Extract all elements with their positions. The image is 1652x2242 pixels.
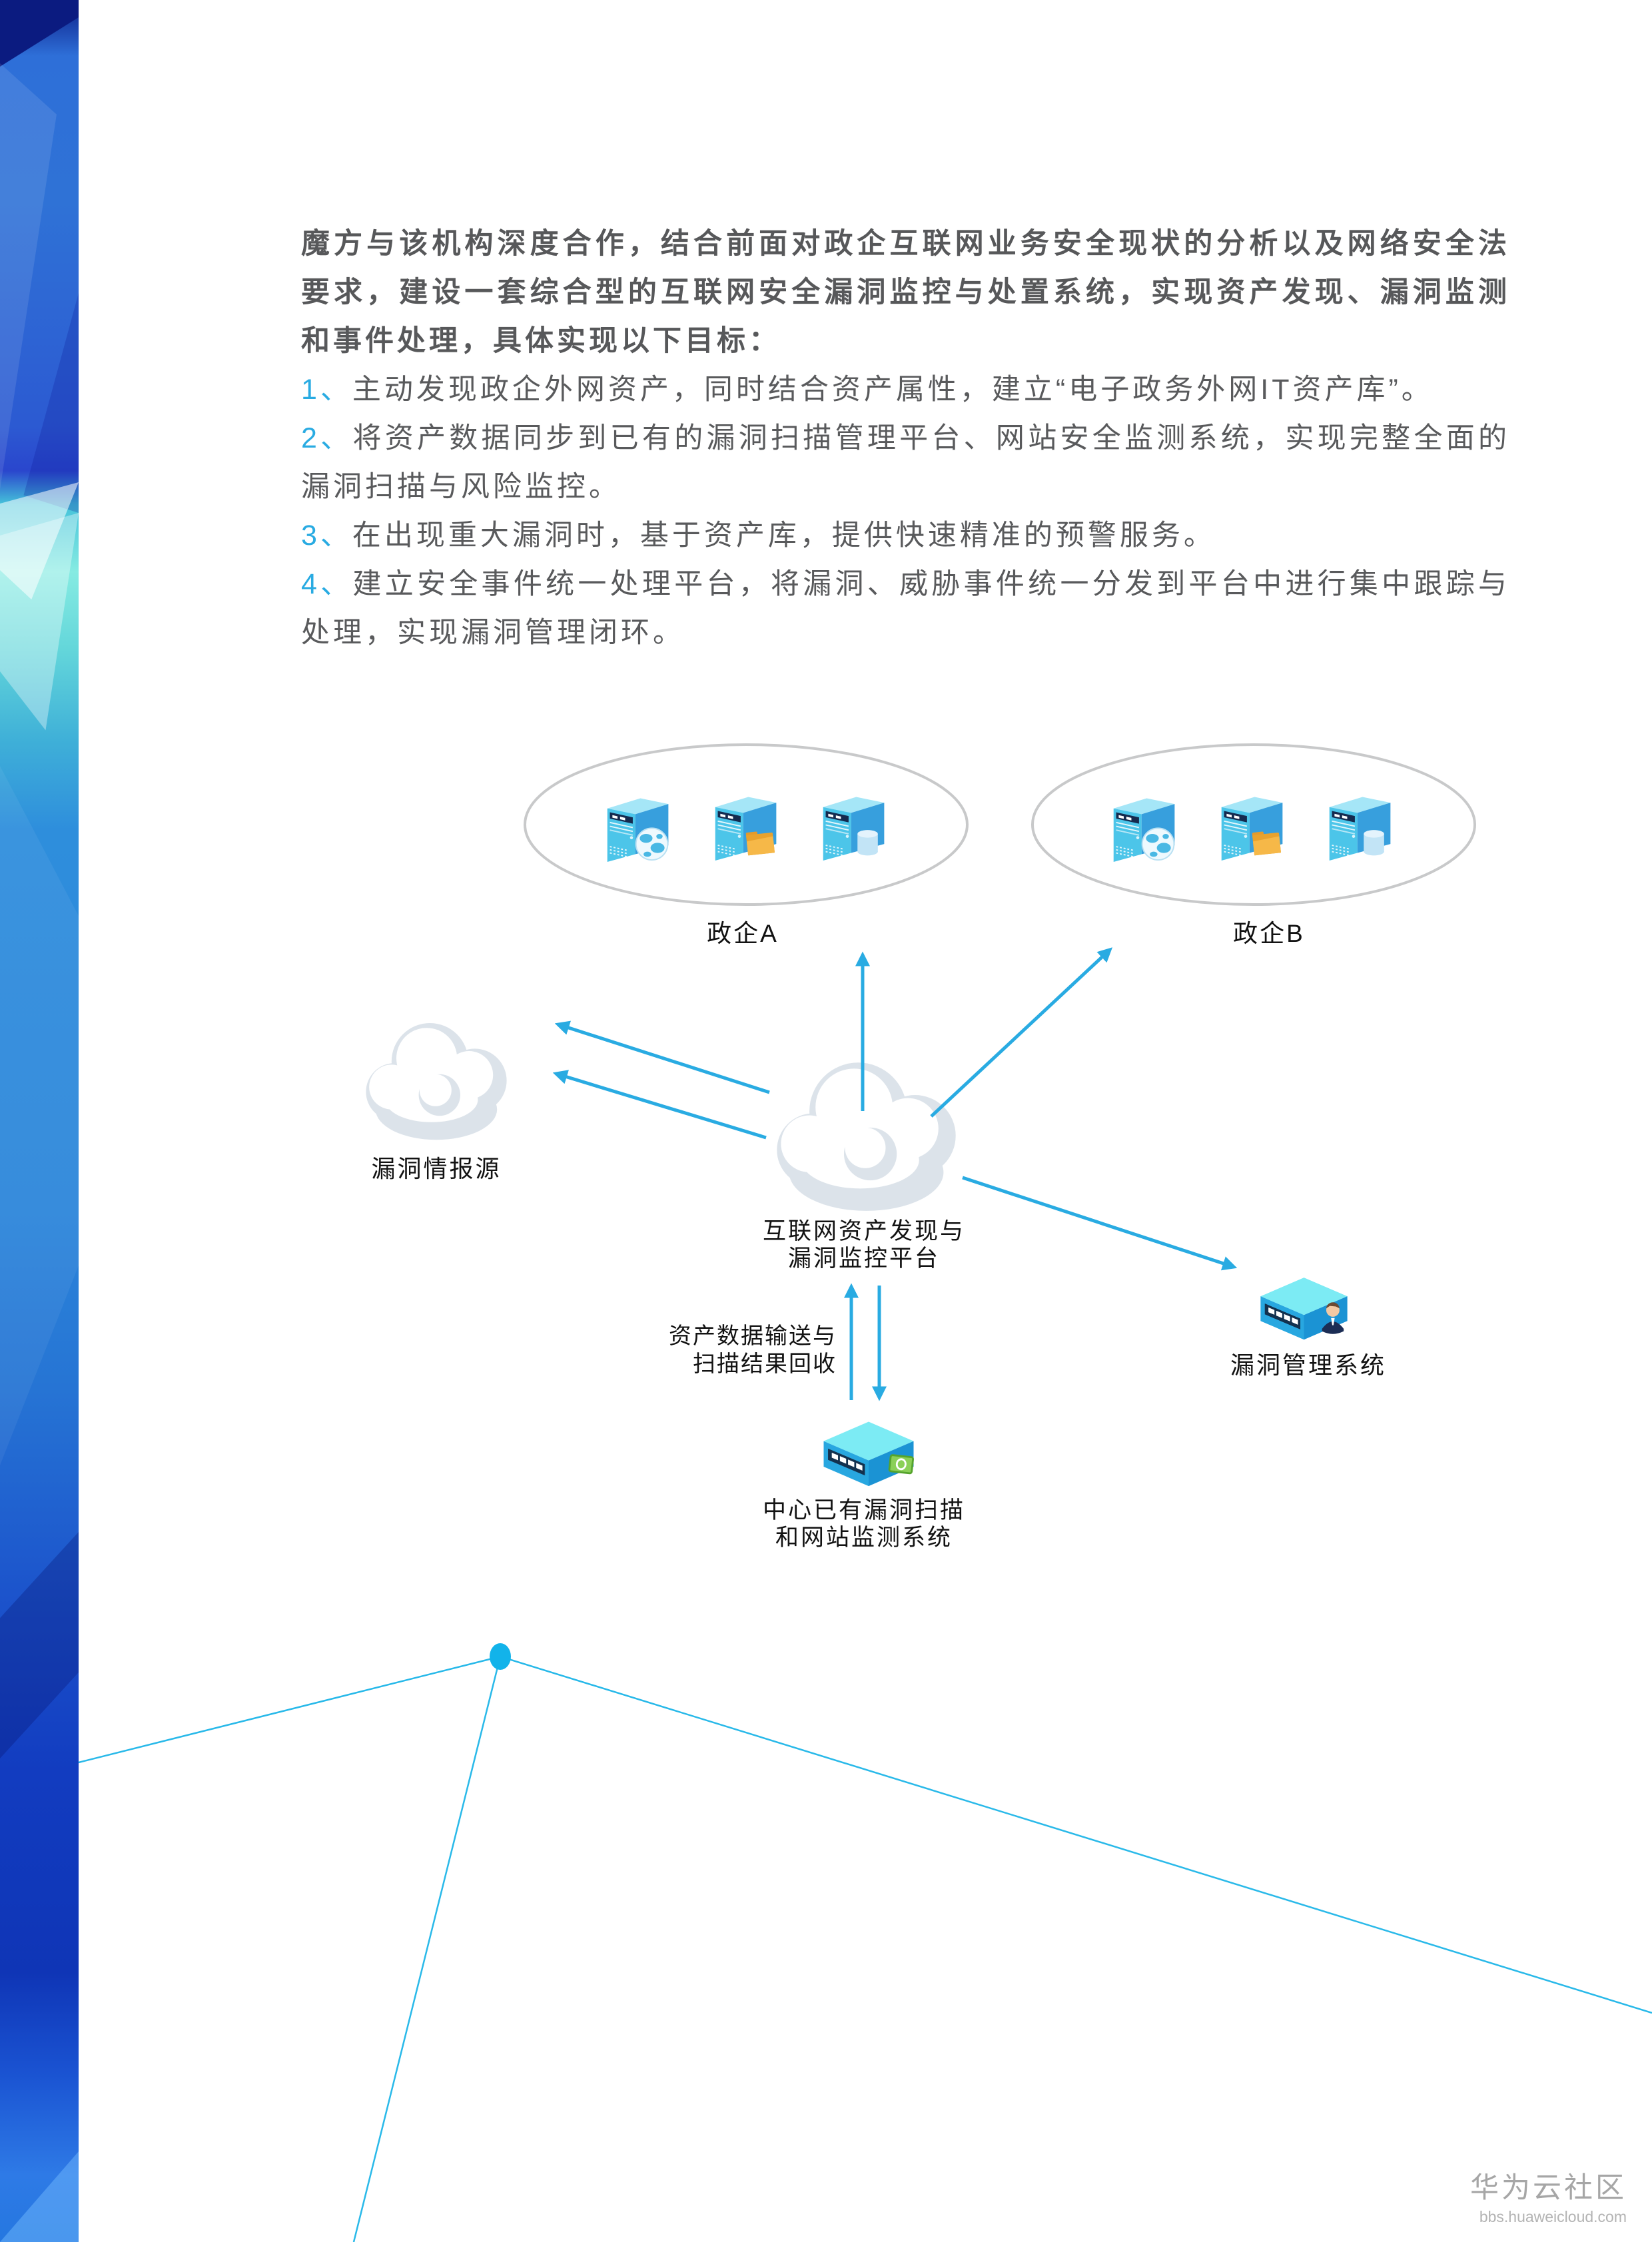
goal-number: 4、 <box>301 568 353 600</box>
label-platform-line1: 互联网资产发现与 <box>762 1218 966 1244</box>
goal-text: 主动发现政企外网资产，同时结合资产属性，建立“电子政务外网IT资产库”。 <box>352 374 1434 406</box>
org-a-ellipse <box>524 743 969 906</box>
server-folder-icon <box>1222 797 1283 861</box>
node-dot-icon <box>490 1643 511 1670</box>
label-org-a: 政企A <box>707 920 779 947</box>
label-org-b: 政企B <box>1233 920 1305 947</box>
server-database-icon <box>823 797 885 861</box>
watermark-url: bbs.huaweicloud.com <box>1479 2208 1627 2225</box>
label-scanner: 中心已有漏洞扫描 和网站监测系统 <box>763 1497 965 1551</box>
label-transfer-line2: 扫描结果回收 <box>693 1351 837 1377</box>
decor-line-right <box>500 1655 1652 2014</box>
body-text: 魔方与该机构深度合作，结合前面对政企互联网业务安全现状的分析以及网络安全法要求，… <box>301 220 1510 657</box>
goal-item-3: 3、在出现重大漏洞时，基于资产库，提供快速精准的预警服务。 <box>301 512 1510 560</box>
cloud-icon-intel-source <box>366 1023 507 1140</box>
arrow-platform-to-mgmt <box>962 1176 1238 1271</box>
appliance-scanner-icon <box>824 1422 914 1487</box>
arrow-platform-to-org-b <box>930 947 1113 1118</box>
goal-text: 将资产数据同步到已有的漏洞扫描管理平台、网站安全监测系统，实现完整全面的漏洞扫描… <box>301 422 1511 503</box>
goal-item-4: 4、建立安全事件统一处理平台，将漏洞、威胁事件统一分发到平台中进行集中跟踪与处理… <box>301 560 1510 657</box>
decor-line-down <box>352 1656 502 2242</box>
appliance-admin-icon <box>1260 1278 1347 1339</box>
goal-text: 建立安全事件统一处理平台，将漏洞、威胁事件统一分发到平台中进行集中跟踪与处理，实… <box>301 568 1511 649</box>
arrow-platform-to-intel-upper <box>554 1020 770 1094</box>
sidebar-facet <box>0 766 79 1465</box>
goal-item-1: 1、主动发现政企外网资产，同时结合资产属性，建立“电子政务外网IT资产库”。 <box>301 366 1510 414</box>
sidebar-decoration <box>0 0 79 2242</box>
sidebar-facet <box>0 0 79 67</box>
label-mgmt-system: 漏洞管理系统 <box>1230 1351 1387 1379</box>
goal-number: 3、 <box>301 520 352 552</box>
server-globe-icon <box>608 799 669 862</box>
label-platform: 互联网资产发现与 漏洞监控平台 <box>763 1218 965 1272</box>
label-platform-line2: 漏洞监控平台 <box>787 1246 941 1272</box>
watermark-title: 华为云社区 <box>1470 2172 1627 2204</box>
decor-line-left <box>78 1655 501 1764</box>
label-transfer-line1: 资产数据输送与 <box>669 1323 837 1349</box>
goal-text: 在出现重大漏洞时，基于资产库，提供快速精准的预警服务。 <box>352 520 1216 552</box>
goal-number: 1、 <box>301 374 352 406</box>
label-scanner-line2: 和网站监测系统 <box>775 1525 953 1551</box>
server-folder-icon <box>715 797 777 861</box>
intro-paragraph: 魔方与该机构深度合作，结合前面对政企互联网业务安全现状的分析以及网络安全法要求，… <box>301 228 1510 357</box>
label-transfer: 资产数据输送与 扫描结果回收 <box>669 1322 837 1378</box>
label-intel-source: 漏洞情报源 <box>371 1155 502 1182</box>
goal-item-2: 2、将资产数据同步到已有的漏洞扫描管理平台、网站安全监测系统，实现完整全面的漏洞… <box>301 414 1510 512</box>
server-globe-icon <box>1114 799 1175 862</box>
watermark: 华为云社区 bbs.huaweicloud.com <box>1470 2165 1627 2226</box>
sidebar-facet <box>0 1532 79 1758</box>
cloud-icon-platform <box>777 1062 956 1211</box>
sidebar-facet <box>0 2151 79 2242</box>
arrow-platform-to-intel-lower <box>552 1070 767 1140</box>
server-database-icon <box>1330 797 1391 861</box>
label-scanner-line1: 中心已有漏洞扫描 <box>762 1497 966 1523</box>
goal-number: 2、 <box>301 422 353 454</box>
org-b-ellipse <box>1031 743 1476 906</box>
